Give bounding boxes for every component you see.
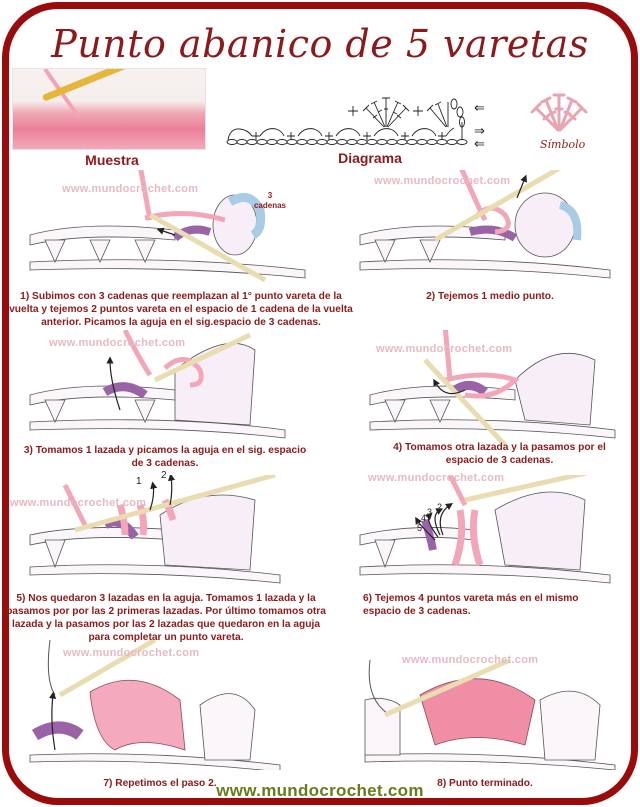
foundation-chain: [226, 139, 468, 145]
step-7-illustration: [25, 640, 295, 770]
step-3-text: 3) Tomamos 1 lazada y picamos la aguja e…: [23, 445, 307, 469]
step-6-text: 6) Tejemos 4 puntos vareta más en el mis…: [363, 593, 579, 617]
sample-label: Muestra: [85, 152, 139, 168]
arrow-right-icon: ⇒: [474, 123, 485, 138]
step-6-illustration: [355, 475, 615, 590]
step-1-illustration: [25, 170, 325, 285]
step-8-illustration: [360, 660, 620, 770]
footer-url[interactable]: www.mundocrochet.com: [216, 781, 424, 800]
watermark: www.mundocrochet.com: [62, 183, 199, 195]
watermark: www.mundocrochet.com: [402, 654, 539, 666]
watermark: www.mundocrochet.com: [49, 337, 186, 349]
watermark: www.mundocrochet.com: [374, 175, 511, 187]
stitch-number-4: 4: [421, 513, 427, 523]
page-title: Punto abanico de 5 varetas: [51, 22, 589, 66]
stitch-number-3: 3: [427, 507, 433, 517]
crochet-diagram: ⇐ ⇒ ⇐: [226, 97, 485, 150]
watermark: www.mundocrochet.com: [376, 343, 513, 355]
sample-photo: [12, 68, 206, 150]
step-2-illustration: [355, 170, 615, 285]
symbol-label: Símbolo: [540, 138, 586, 151]
loop-number-2: 2: [161, 470, 167, 481]
fan-symbol-icon: [530, 93, 588, 132]
step-5-text: 5) Nos quedaron 3 lazadas en la aguja. T…: [6, 593, 326, 643]
diagram-label: Diagrama: [338, 150, 402, 166]
loop-number-1: 1: [136, 476, 142, 487]
chain-count: 3: [267, 191, 273, 200]
watermark: www.mundocrochet.com: [368, 472, 505, 484]
arrow-left-icon: ⇐: [474, 136, 485, 150]
step-2-text: 2) Tejemos 1 medio punto.: [426, 291, 554, 302]
chain-label: cadenas: [253, 201, 287, 210]
step-4-illustration: [365, 330, 620, 445]
watermark: www.mundocrochet.com: [63, 647, 200, 659]
chain-count-label: 3 cadenas: [250, 191, 290, 211]
step-8-text: 8) Punto terminado.: [437, 778, 533, 789]
step-5-illustration: [25, 475, 285, 590]
watermark: www.mundocrochet.com: [10, 497, 147, 509]
step-7-text: 7) Repetimos el paso 2.: [103, 778, 217, 789]
step-4-text: 4) Tomamos otra lazada y la pasamos por …: [393, 442, 606, 466]
arrow-left-icon: ⇐: [474, 100, 485, 115]
stitch-number-5: 5: [417, 523, 423, 533]
step-3-illustration: [25, 330, 325, 445]
stitch-number-2: 2: [437, 502, 443, 512]
step-1-text: 1) Subimos con 3 cadenas que reemplazan …: [9, 291, 353, 328]
